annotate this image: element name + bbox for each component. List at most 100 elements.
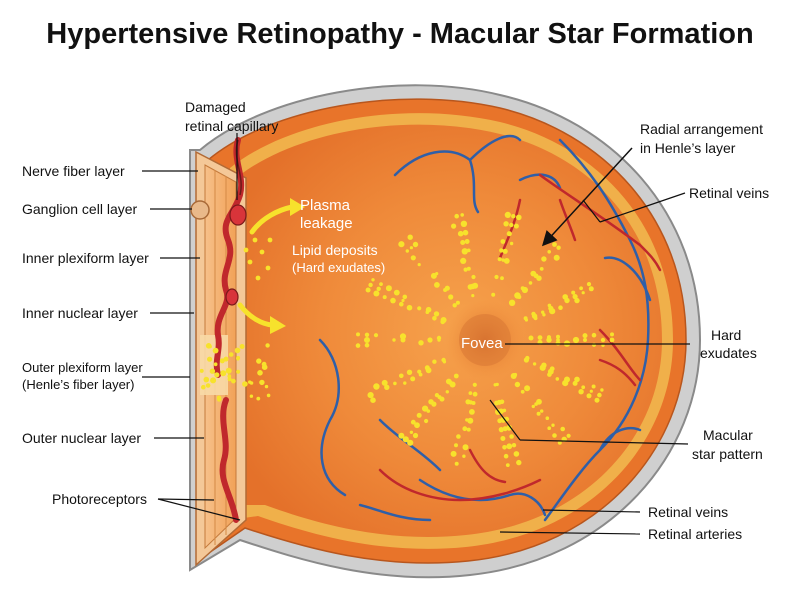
- exudate-dot: [509, 241, 514, 246]
- exudate-dot: [536, 411, 541, 416]
- exudate-dot: [417, 306, 422, 311]
- exudate-dot: [594, 397, 600, 403]
- exudate-dot: [425, 306, 432, 313]
- exudate-dot: [551, 423, 555, 427]
- exudate-dot: [401, 298, 405, 303]
- exudate-dot: [424, 365, 430, 371]
- exudate-dot: [412, 241, 419, 248]
- exudate-dot: [452, 303, 457, 308]
- exudate-dot: [541, 310, 545, 314]
- lipid-deposit-dot: [267, 237, 273, 243]
- exudate-dot: [500, 239, 506, 244]
- ganglion-cell: [190, 200, 210, 220]
- henle-exudate-dot: [228, 352, 234, 357]
- exudate-dot: [506, 231, 512, 237]
- exudate-dot: [516, 459, 522, 466]
- henle-exudate-dot: [249, 394, 254, 398]
- exudate-dot: [571, 290, 576, 295]
- exudate-dot: [427, 337, 433, 343]
- diagram-title: Hypertensive Retinopathy - Macular Star …: [46, 18, 754, 50]
- exudate-dot: [582, 333, 588, 339]
- label-hard-exudates-1: Hard: [711, 327, 741, 343]
- exudate-dot: [390, 297, 396, 304]
- exudate-dot: [558, 305, 563, 311]
- exudate-dot: [399, 333, 407, 340]
- henle-exudate-dot: [212, 347, 219, 354]
- exudate-dot: [460, 213, 465, 217]
- exudate-dot: [441, 357, 446, 363]
- lipid-deposit-dot: [243, 247, 249, 253]
- exudate-dot: [555, 377, 560, 381]
- henle-exudate-dot: [261, 361, 267, 367]
- exudate-dot: [460, 220, 468, 227]
- exudate-dot: [461, 248, 468, 255]
- exudate-dot: [583, 338, 587, 342]
- henle-exudate-dot: [223, 356, 229, 362]
- exudate-dot: [364, 342, 370, 348]
- exudate-dot: [491, 292, 496, 297]
- label-inner-plexiform-layer: Inner plexiform layer: [22, 250, 149, 266]
- exudate-dot: [462, 426, 468, 432]
- henle-exudate-dot: [257, 370, 263, 376]
- exudate-dot: [591, 384, 596, 389]
- exudate-dot: [556, 245, 561, 250]
- exudate-dot: [462, 454, 466, 458]
- lipid-deposit-dot: [252, 237, 258, 243]
- label-damaged-capillary-1: Damaged: [185, 99, 246, 115]
- exudate-dot: [600, 337, 606, 343]
- exudate-dot: [516, 214, 522, 221]
- exudate-dot: [609, 337, 615, 343]
- exudate-dot: [556, 334, 560, 339]
- exudate-dot: [591, 342, 597, 347]
- label-radial-arrangement-1: Radial arrangement: [640, 121, 763, 137]
- label-nerve-fiber-layer: Nerve fiber layer: [22, 163, 125, 179]
- exudate-dot: [552, 242, 557, 247]
- exudate-dot: [402, 294, 408, 300]
- exudate-dot: [454, 213, 460, 219]
- label-retinal-veins-bottom: Retinal veins: [648, 504, 728, 520]
- label-photoreceptors: Photoreceptors: [52, 491, 147, 507]
- exudate-dot: [539, 267, 544, 271]
- exudate-dot: [402, 436, 409, 443]
- plasma-leakage-arrows: [237, 198, 305, 334]
- exudate-dot: [466, 266, 471, 271]
- exudate-dot: [574, 376, 580, 383]
- exudate-dot: [581, 291, 585, 295]
- exudate-dot: [533, 316, 538, 321]
- henle-exudate-dot: [225, 367, 232, 374]
- exudate-dot: [462, 229, 469, 236]
- exudate-dot: [398, 241, 405, 248]
- exudate-dot: [379, 282, 383, 286]
- exudate-dot: [373, 333, 379, 338]
- exudate-dot: [588, 286, 594, 292]
- exudate-dot: [440, 317, 447, 323]
- label-plasma-leakage-1: Plasma: [300, 197, 351, 214]
- exudate-dot: [450, 450, 457, 457]
- exudate-dot: [472, 391, 478, 397]
- exudate-dot: [540, 409, 544, 413]
- exudate-dot: [393, 289, 400, 296]
- eyeball: [189, 84, 702, 579]
- exudate-dot: [513, 223, 519, 229]
- exudate-dot: [521, 286, 529, 294]
- exudate-dot: [418, 340, 424, 346]
- exudate-dot: [503, 221, 509, 227]
- exudate-dot: [463, 267, 468, 272]
- henle-exudate-dot: [209, 368, 216, 374]
- exudate-dot: [610, 332, 614, 337]
- exudate-dot: [504, 211, 511, 218]
- exudate-dot: [367, 392, 374, 399]
- henle-exudate-dot: [227, 374, 232, 379]
- henle-exudate-dot: [220, 370, 227, 377]
- exudate-dot: [557, 440, 562, 445]
- exudate-dot: [465, 399, 471, 405]
- exudate-dot: [468, 391, 473, 395]
- exudate-dot: [472, 382, 477, 387]
- exudate-dot: [436, 335, 442, 341]
- exudate-dot: [545, 416, 550, 421]
- exudate-dot: [365, 287, 371, 293]
- exudate-dot: [392, 338, 396, 342]
- label-outer-plexiform-layer: Outer plexiform layer: [22, 360, 143, 375]
- exudate-dot: [500, 436, 506, 441]
- henle-exudate-dot: [265, 343, 270, 348]
